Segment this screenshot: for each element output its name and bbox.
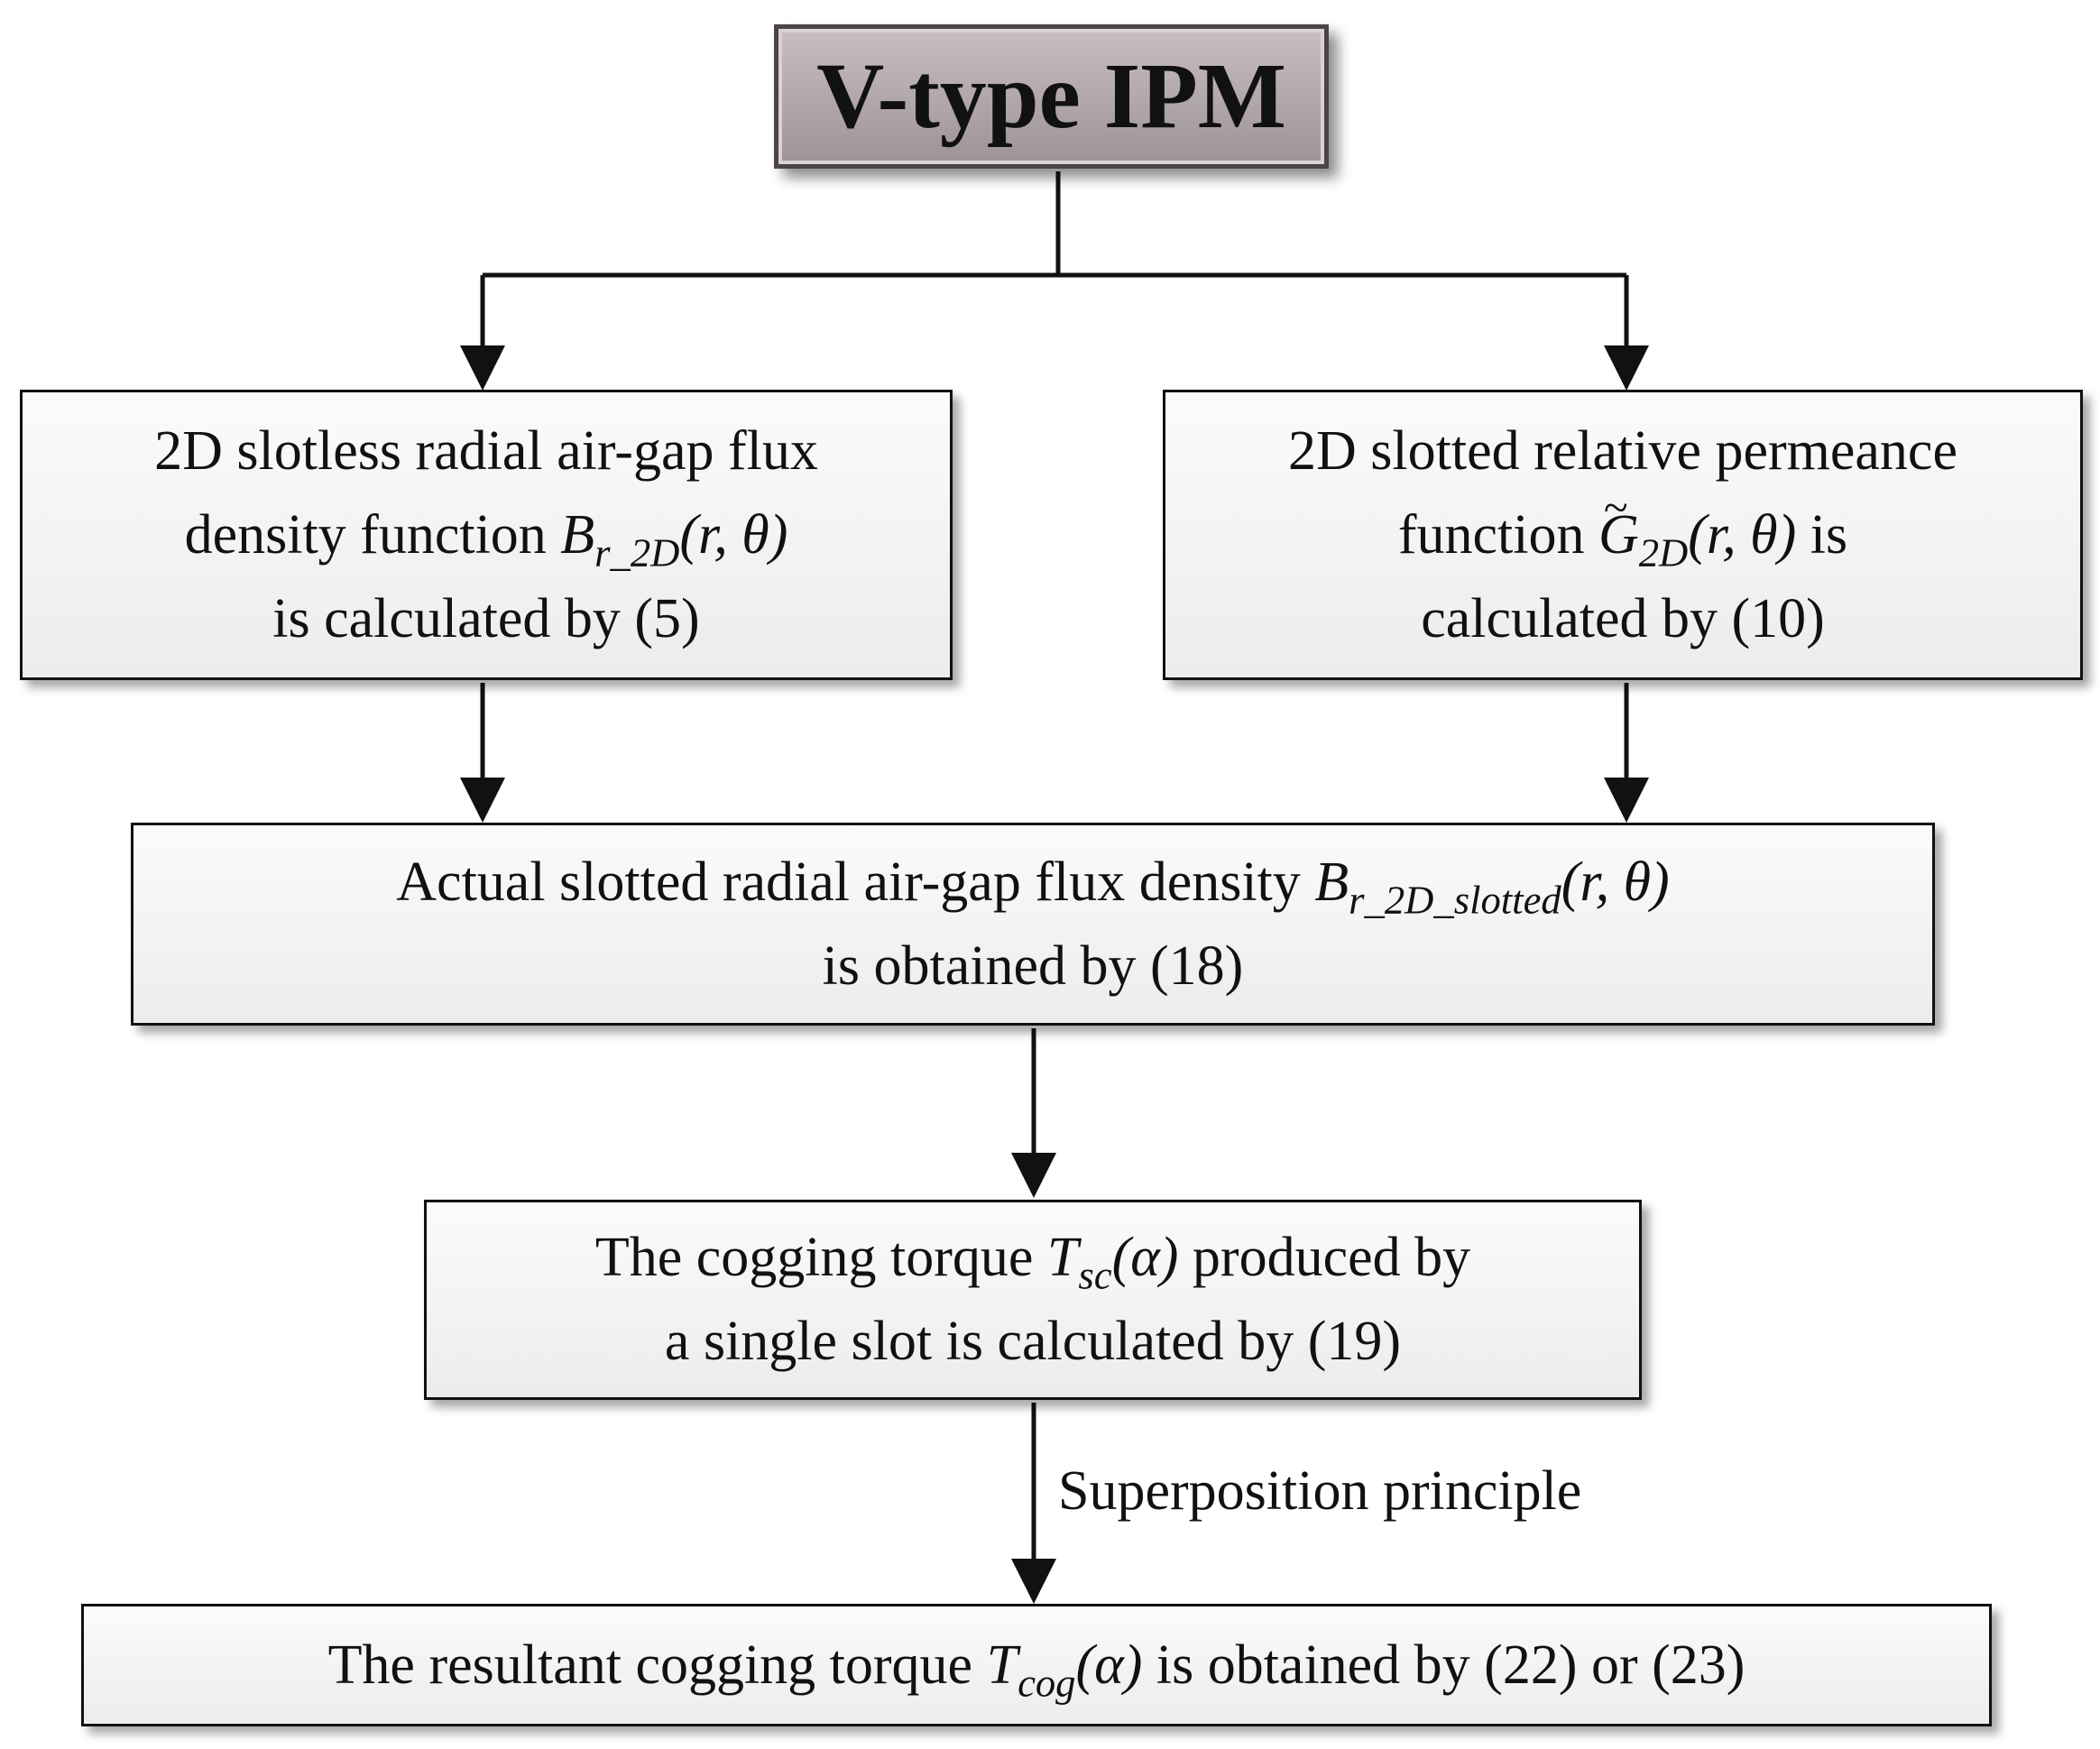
superposition-label: Superposition principle	[1058, 1460, 1582, 1522]
permeance-line-1: 2D slotted relative permeance	[1288, 419, 1957, 482]
permeance-line-3: calculated by (10)	[1421, 587, 1825, 649]
permeance-line-2: function G2D(r, θ) is	[1288, 474, 1957, 577]
single-slot-line-1: The cogging torque Tsc(α) produced by	[594, 1227, 1471, 1298]
single-slot-subscript: sc	[1078, 1252, 1112, 1298]
slotted-flux-density-box: Actual slotted radial air-gap flux densi…	[131, 823, 1935, 1026]
single-slot-line-2: a single slot is calculated by (19)	[664, 1311, 1402, 1372]
slotted-args: (r, θ)	[1561, 851, 1670, 913]
relative-permeance-box: 2D slotted relative permeance function G…	[1163, 390, 2083, 680]
single-slot-args: (α)	[1111, 1227, 1179, 1288]
resultant-symbol: T	[986, 1634, 1018, 1696]
slotless-flux-density-box: 2D slotless radial air-gap flux density …	[20, 390, 953, 680]
slotless-subscript: r_2D	[594, 529, 680, 575]
resultant-subscript: cog	[1018, 1659, 1076, 1705]
resultant-torque-box: The resultant cogging torque Tcog(α) is …	[81, 1604, 1992, 1726]
slotless-symbol: B	[560, 503, 595, 566]
slotted-line-1: Actual slotted radial air-gap flux densi…	[396, 851, 1670, 922]
resultant-line: The resultant cogging torque Tcog(α) is …	[327, 1634, 1745, 1705]
title-box: V-type IPM	[774, 24, 1329, 169]
slotted-subscript: r_2D_slotted	[1349, 876, 1561, 922]
single-slot-torque-box: The cogging torque Tsc(α) produced by a …	[424, 1200, 1642, 1400]
slotless-line-2: density function Br_2D(r, θ)	[184, 503, 788, 575]
permeance-subscript: 2D	[1638, 529, 1689, 575]
slotted-symbol: B	[1314, 851, 1349, 913]
slotless-line-3: is calculated by (5)	[272, 587, 700, 649]
permeance-symbol: G	[1598, 474, 1639, 577]
single-slot-symbol: T	[1046, 1227, 1079, 1288]
slotted-line-2: is obtained by (18)	[822, 934, 1244, 997]
slotless-line-1: 2D slotless radial air-gap flux	[154, 419, 818, 482]
title-text: V-type IPM	[816, 44, 1286, 148]
slotless-args: (r, θ)	[679, 503, 788, 566]
permeance-args: (r, θ)	[1688, 503, 1797, 566]
resultant-args: (α)	[1075, 1634, 1143, 1696]
